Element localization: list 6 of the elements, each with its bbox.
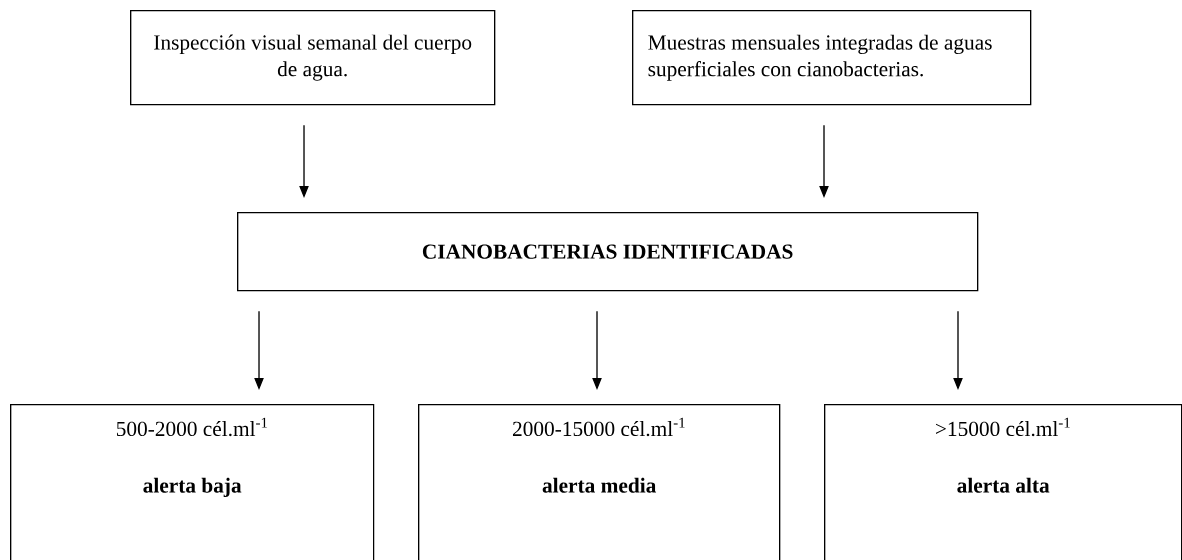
level-box: 500-2000 cél.ml$^{-1}$ alerta baja xyxy=(10,404,375,560)
level-box: 2000-15000 cél.ml$^{-1}$ alerta media xyxy=(418,404,781,560)
level-box: >15000 cél.ml$^{-1}$ alerta alta xyxy=(824,404,1182,560)
process-box: Muestras mensuales integradas de aguas superficiales con cianobacterias. xyxy=(632,10,1032,106)
process-box: Inspección visual semanal del cuerpo de agua. xyxy=(130,10,496,106)
process-box: CIANOBACTERIAS IDENTIFICADAS xyxy=(237,212,979,292)
